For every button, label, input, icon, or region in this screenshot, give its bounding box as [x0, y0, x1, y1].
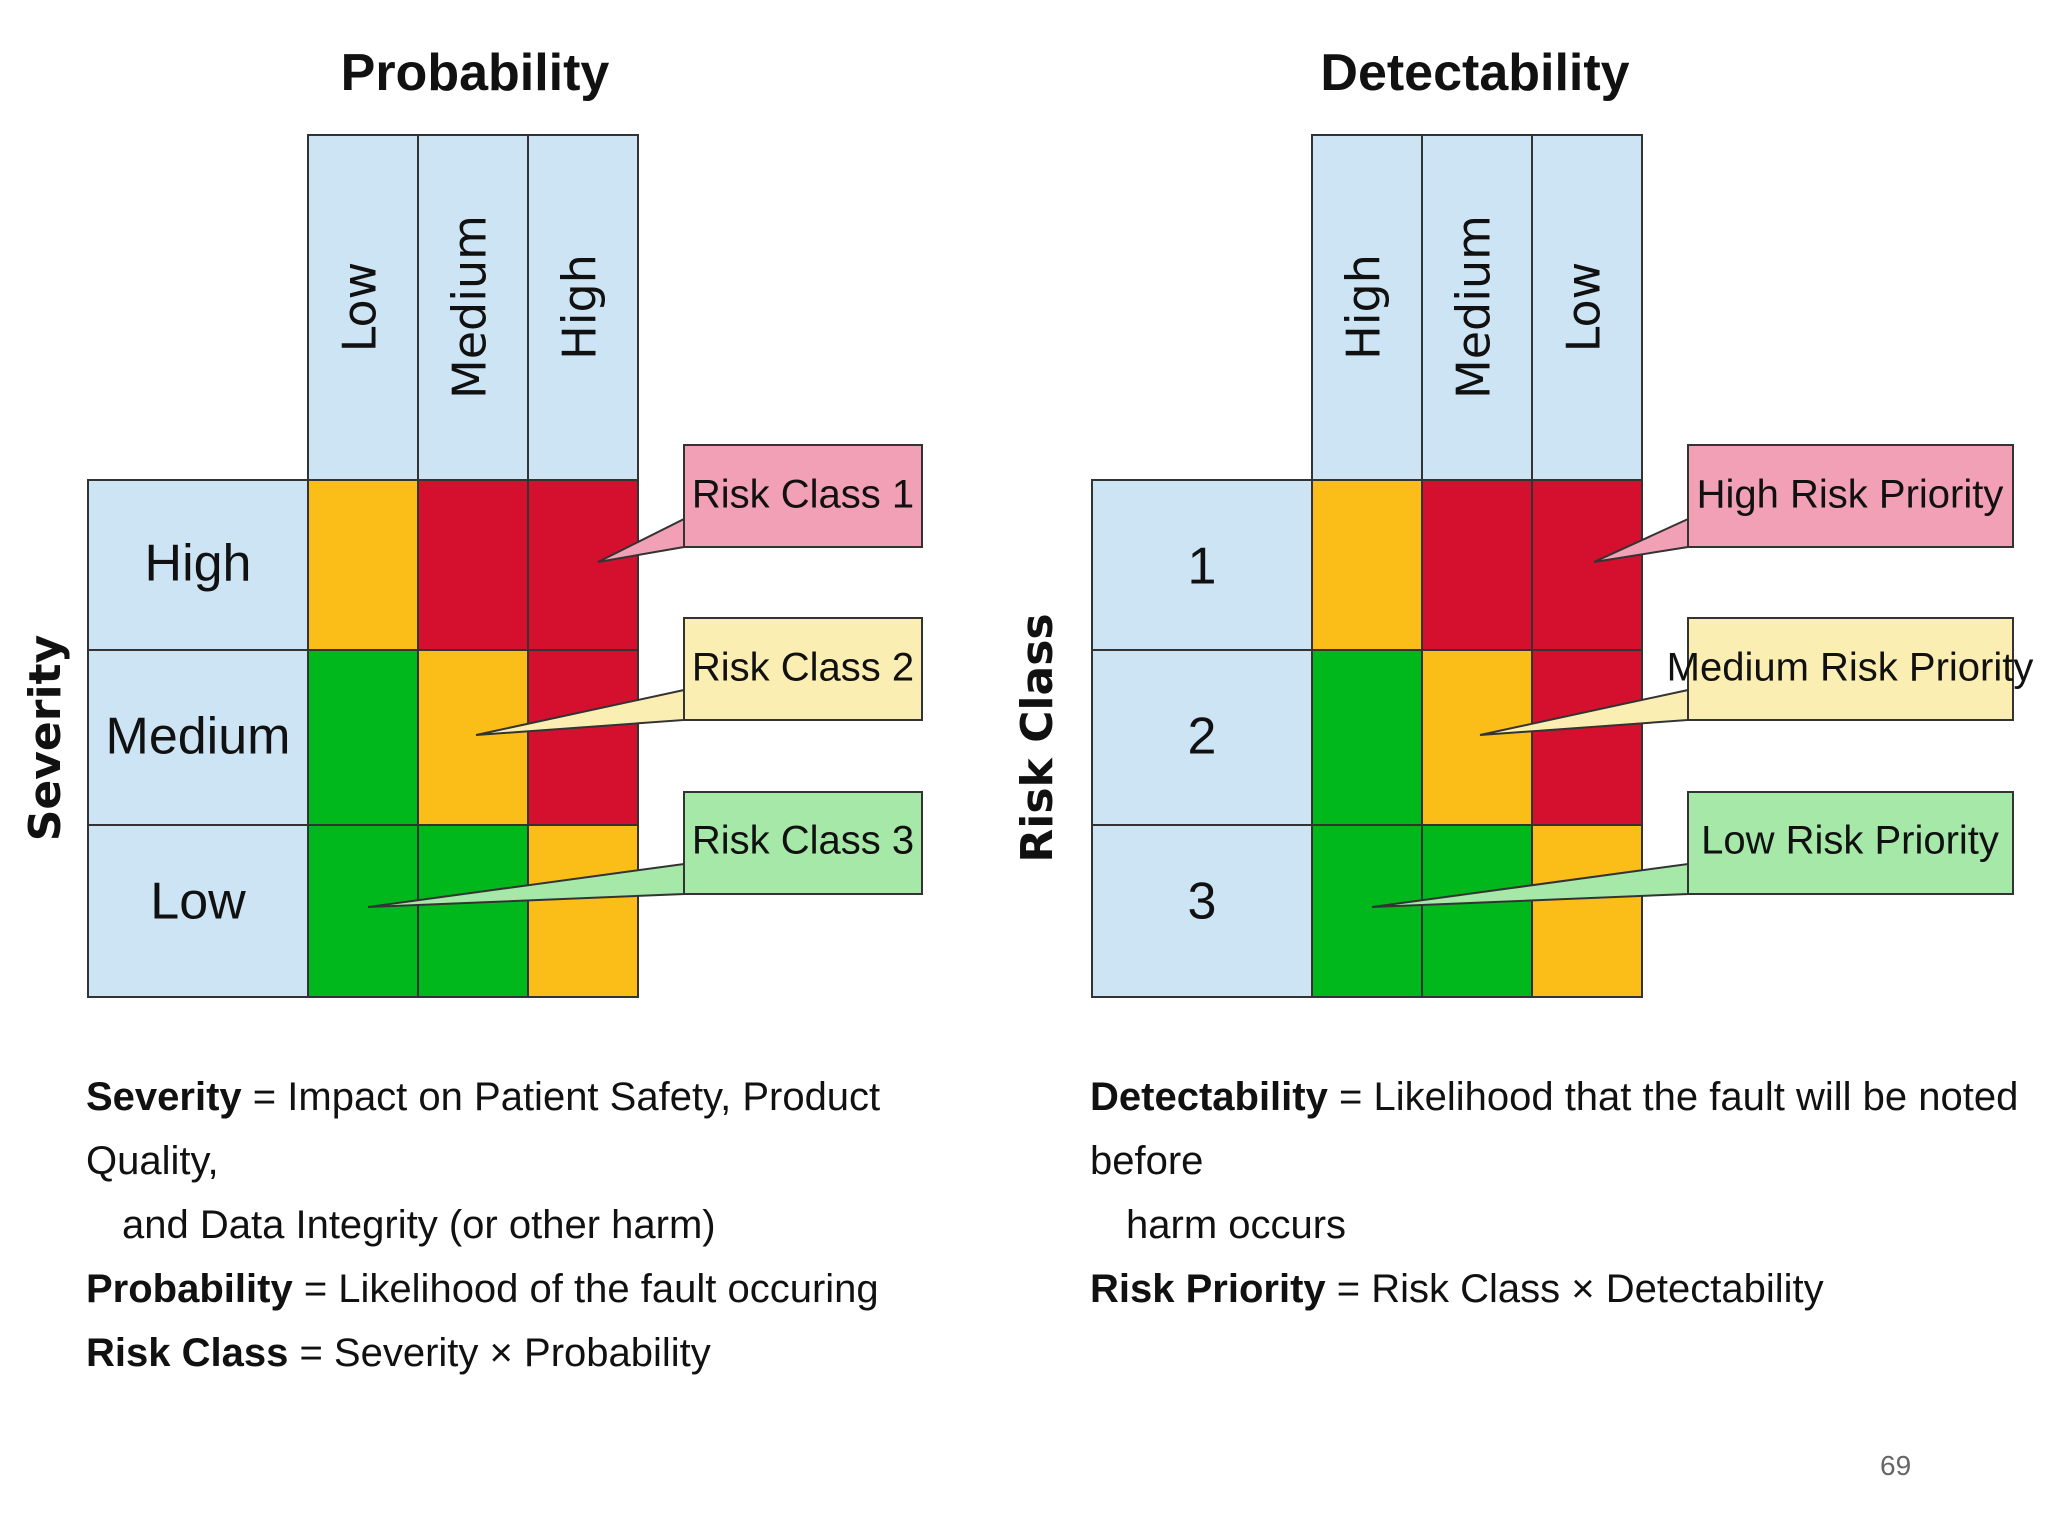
right-row-header-3: [1091, 824, 1313, 998]
right-cell-r1c1: [1311, 479, 1423, 651]
left-callout-2: Risk Class 2: [475, 617, 923, 736]
left-definitions: Severity = Impact on Patient Safety, Pro…: [86, 1065, 986, 1385]
left-cell-r1c1: [307, 479, 419, 651]
left-col-label-low: Low: [333, 262, 387, 353]
left-cell-r3c3: [527, 824, 639, 998]
right-cell-r3c3: [1531, 824, 1643, 998]
left-def-probability-term: Probability: [86, 1267, 293, 1311]
page-number: 69: [1880, 1450, 1912, 1481]
right-callout-3-text: Low Risk Priority: [1701, 819, 1999, 863]
left-col-header-medium: [417, 134, 529, 481]
right-def-detectability-cont: harm occurs: [1126, 1203, 1347, 1247]
left-callout-1: Risk Class 1: [597, 444, 923, 563]
right-def-riskpriority-term: Risk Priority: [1090, 1267, 1326, 1311]
right-cell-r3c1: [1311, 824, 1423, 998]
right-cell-r2c3: [1531, 649, 1643, 826]
left-col-header-low: [307, 134, 419, 481]
left-cell-r3c1: [307, 824, 419, 998]
left-cell-r2c2: [417, 649, 529, 826]
left-cell-r1c2: [417, 479, 529, 651]
left-callout-3-text: Risk Class 3: [692, 819, 914, 863]
right-col-label-high: High: [1337, 254, 1391, 360]
left-row-header-high: [87, 479, 309, 651]
right-col-label-medium: Medium: [1447, 215, 1501, 399]
right-callout-2-text: Medium Risk Priority: [1667, 646, 2034, 690]
right-axis-label: Risk Class: [1012, 613, 1063, 862]
right-matrix-title: Detectability: [1320, 44, 1629, 102]
left-callout-3: Risk Class 3: [367, 791, 923, 908]
right-col-header-low: [1531, 134, 1643, 481]
left-callout-1-text: Risk Class 1: [692, 473, 914, 517]
right-cell-r3c2: [1421, 824, 1533, 998]
right-definitions: Detectability = Likelihood that the faul…: [1090, 1065, 2030, 1321]
right-row-label-3: 3: [1188, 873, 1217, 931]
left-axis-label: Severity: [20, 635, 71, 842]
right-cell-r2c2: [1421, 649, 1533, 826]
left-def-riskclass-term: Risk Class: [86, 1331, 289, 1375]
left-def-severity-cont: and Data Integrity (or other harm): [122, 1203, 716, 1247]
right-cell-r2c1: [1311, 649, 1423, 826]
left-def-severity-term: Severity: [86, 1075, 242, 1119]
left-cell-r2c1: [307, 649, 419, 826]
right-row-header-2: [1091, 649, 1313, 826]
right-callout-1-text: High Risk Priority: [1697, 473, 2004, 517]
left-matrix-title: Probability: [341, 44, 610, 102]
right-row-label-2: 2: [1188, 708, 1217, 766]
right-row-label-1: 1: [1188, 538, 1217, 596]
right-def-riskpriority-text: = Risk Class × Detectability: [1325, 1267, 1824, 1311]
left-matrix: Probability Low Medium High High Medium …: [20, 44, 923, 998]
right-def-detectability-text: = Likelihood that the fault will be note…: [1090, 1075, 2019, 1183]
left-cell-r1c3: [527, 479, 639, 651]
left-cell-r3c2: [417, 824, 529, 998]
right-col-header-high: [1311, 134, 1423, 481]
right-callout-2: Medium Risk Priority: [1479, 617, 2034, 736]
right-cell-r1c3: [1531, 479, 1643, 651]
left-row-label-high: High: [145, 535, 252, 593]
left-cell-r2c3: [527, 649, 639, 826]
right-callout-3: Low Risk Priority: [1371, 791, 2014, 908]
left-def-riskclass-text: = Severity × Probability: [288, 1331, 711, 1375]
left-col-label-medium: Medium: [443, 215, 497, 399]
left-row-label-low: Low: [150, 873, 246, 931]
left-col-label-high: High: [553, 254, 607, 360]
right-callout-1: High Risk Priority: [1593, 444, 2014, 563]
left-def-probability-text: = Likelihood of the fault occuring: [292, 1267, 879, 1311]
left-callout-2-text: Risk Class 2: [692, 646, 914, 690]
left-col-header-high: [527, 134, 639, 481]
left-row-label-medium: Medium: [106, 708, 291, 766]
left-row-header-low: [87, 824, 309, 998]
left-def-severity-text: = Impact on Patient Safety, Product Qual…: [86, 1075, 881, 1183]
right-def-detectability-term: Detectability: [1090, 1075, 1328, 1119]
right-col-label-low: Low: [1557, 262, 1611, 353]
right-cell-r1c2: [1421, 479, 1533, 651]
right-matrix: Detectability High Medium Low 1 2 3 Risk…: [1012, 44, 2034, 998]
